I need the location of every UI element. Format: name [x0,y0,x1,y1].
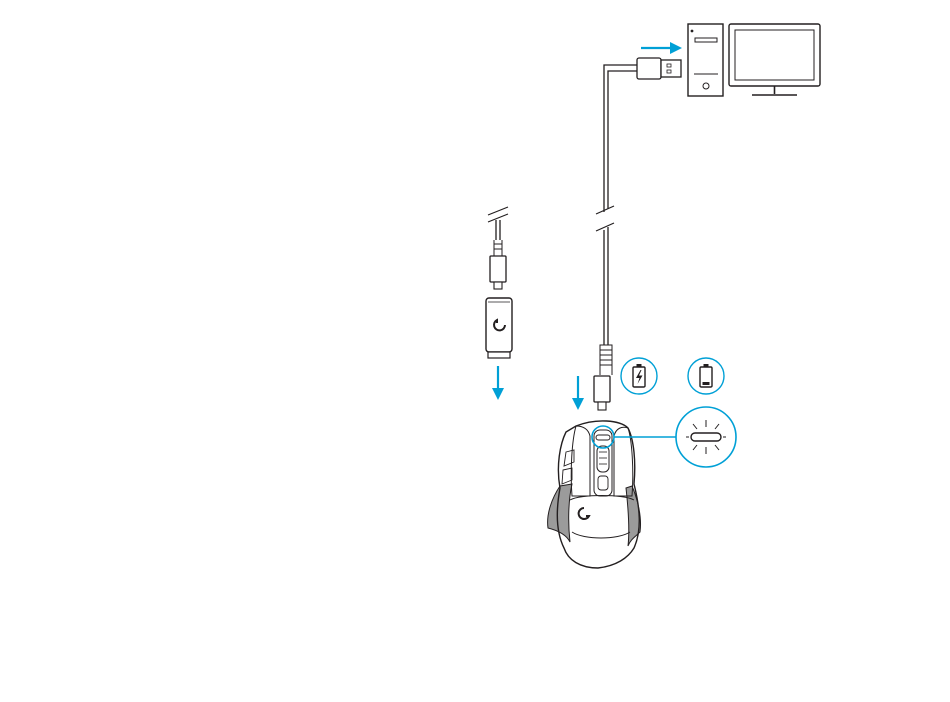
usb-cable [596,65,637,345]
arrow-right-icon [641,42,682,54]
logitech-g-receiver-icon [486,298,512,358]
usb-c-plug-icon [594,345,612,410]
arrow-down-icon [492,366,504,400]
battery-charging-icon [621,358,657,394]
monitor-icon [729,24,820,95]
usb-a-plug-icon [637,58,681,79]
adapter-cable [488,207,508,240]
usb-c-plug-icon [490,240,506,289]
pc-tower-icon [688,24,723,96]
arrow-down-icon [572,376,584,410]
battery-low-icon [688,358,724,394]
